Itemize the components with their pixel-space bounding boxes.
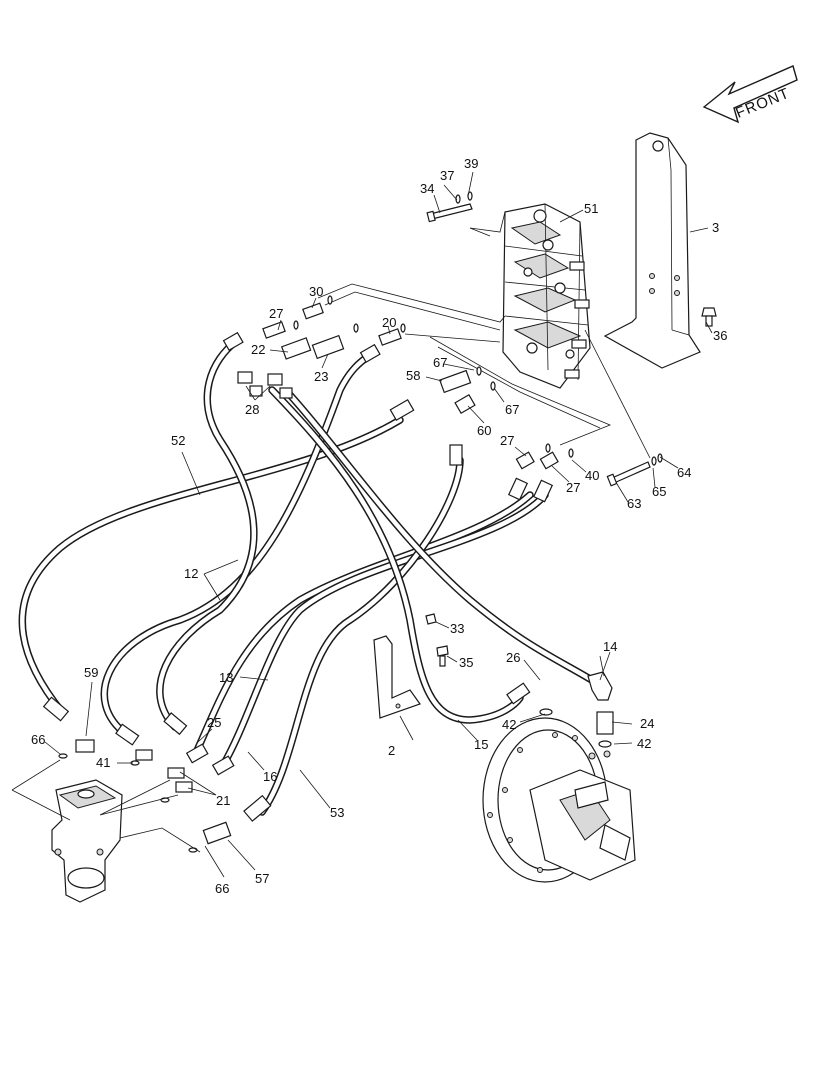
hose-bracket-2 xyxy=(373,613,449,719)
callout-27-upper: 27 xyxy=(269,306,283,321)
hose-52 xyxy=(18,416,404,716)
callout-12: 12 xyxy=(184,566,198,581)
hose-12b xyxy=(156,336,258,731)
callout-26: 26 xyxy=(506,650,520,665)
leader-lines xyxy=(44,171,713,878)
callout-15: 15 xyxy=(474,737,488,752)
hose-14 xyxy=(286,391,604,689)
callout-37: 37 xyxy=(440,168,454,183)
callout-67-lower: 67 xyxy=(505,402,519,417)
callout-16: 16 xyxy=(263,769,277,784)
callout-30: 30 xyxy=(309,284,323,299)
swivel-joint-assembly xyxy=(11,739,232,903)
hose-53 xyxy=(258,456,464,816)
callout-67-upper: 67 xyxy=(433,355,447,370)
callout-41: 41 xyxy=(96,755,110,770)
callout-36: 36 xyxy=(713,328,727,343)
callout-66-left: 66 xyxy=(31,732,45,747)
callout-57: 57 xyxy=(255,871,269,886)
callout-42-right: 42 xyxy=(637,736,651,751)
callout-42-left: 42 xyxy=(502,717,516,732)
callout-59: 59 xyxy=(84,665,98,680)
hose-15 xyxy=(268,386,524,724)
bolt-36 xyxy=(701,307,717,327)
callout-25: 25 xyxy=(207,715,221,730)
front-direction-arrow: FRONT xyxy=(702,65,798,124)
callout-14: 14 xyxy=(603,639,617,654)
control-valve-51 xyxy=(502,203,591,389)
callout-66-bottom: 66 xyxy=(215,881,229,896)
callout-28: 28 xyxy=(245,402,259,417)
travel-motor-assembly xyxy=(482,708,636,883)
callout-21: 21 xyxy=(216,793,230,808)
callout-24: 24 xyxy=(640,716,654,731)
callout-39: 39 xyxy=(464,156,478,171)
hose-fittings xyxy=(42,331,613,822)
callout-3: 3 xyxy=(712,220,719,235)
callout-51: 51 xyxy=(584,201,598,216)
callout-63: 63 xyxy=(627,496,641,511)
callout-2: 2 xyxy=(388,743,395,758)
callout-52: 52 xyxy=(171,433,185,448)
hose-13 xyxy=(191,491,534,759)
callout-27-mid: 27 xyxy=(500,433,514,448)
callout-58: 58 xyxy=(406,368,420,383)
adapters-upper xyxy=(237,295,574,470)
callout-23: 23 xyxy=(314,369,328,384)
bolt-34-assembly xyxy=(426,191,473,223)
callout-53: 53 xyxy=(330,805,344,820)
callout-33: 33 xyxy=(450,621,464,636)
callout-labels: 2 3 12 13 14 15 16 20 21 22 23 24 25 26 … xyxy=(31,156,727,896)
callout-64: 64 xyxy=(677,465,691,480)
mounting-bracket-3 xyxy=(603,132,701,369)
callout-34: 34 xyxy=(420,181,434,196)
callout-60: 60 xyxy=(477,423,491,438)
hose-12a xyxy=(100,351,374,739)
callout-65: 65 xyxy=(652,484,666,499)
callout-27-right: 27 xyxy=(566,480,580,495)
callout-20: 20 xyxy=(382,315,396,330)
callout-13: 13 xyxy=(219,670,233,685)
callout-40: 40 xyxy=(585,468,599,483)
callout-22: 22 xyxy=(251,342,265,357)
hose-16 xyxy=(218,491,549,771)
callout-35: 35 xyxy=(459,655,473,670)
routing-outline xyxy=(317,211,651,459)
bolt-63-assembly xyxy=(606,453,663,487)
